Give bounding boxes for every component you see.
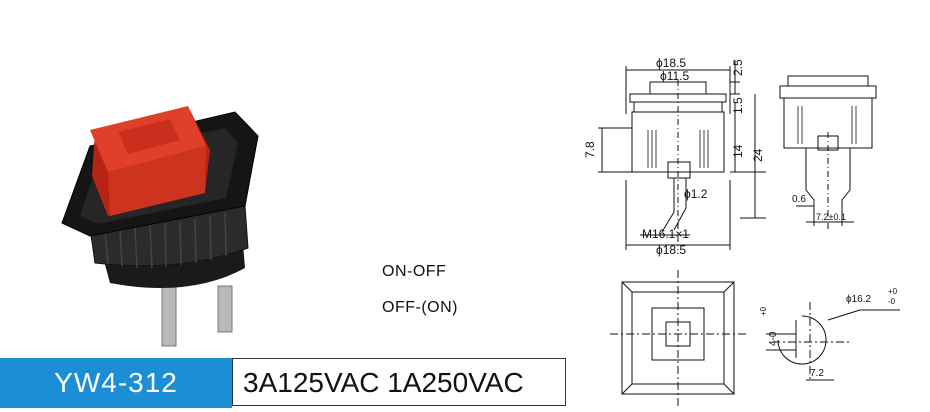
side-view xyxy=(779,75,877,230)
dim-outer-top: ϕ18.5 xyxy=(656,56,686,70)
dim-cap-height: 2.5 xyxy=(731,59,745,76)
dim-terminal-thickness: 0.6 xyxy=(792,194,806,205)
panel-cutout-view xyxy=(766,302,900,381)
terminal-right xyxy=(217,285,233,333)
dim-terminal-pitch: 7.2±0.1 xyxy=(816,212,846,222)
dim-flat-tolerance: +0 xyxy=(759,306,768,316)
dim-thread: M16.1×1 xyxy=(642,227,689,241)
dim-flange-height: 1.5 xyxy=(731,97,745,114)
dim-panel-tolerance-lower: -0 xyxy=(888,297,896,306)
dim-body-height: 14 xyxy=(731,144,745,158)
model-number: YW4-312 xyxy=(0,358,232,408)
dim-panel-hole: ϕ16.2 xyxy=(846,294,872,305)
top-view xyxy=(610,270,746,406)
dim-outer-bottom: ϕ18.5 xyxy=(656,243,686,257)
mode-on-off: ON-OFF xyxy=(382,263,447,280)
dim-total-height: 24 xyxy=(751,148,765,162)
dim-flat-width: 4-0 xyxy=(768,331,779,346)
dim-side-height: 7.8 xyxy=(583,141,597,158)
mode-off-on: OFF-(ON) xyxy=(382,299,458,316)
dim-terminal-hole: ϕ1.2 xyxy=(684,187,708,201)
switch-modes: ON-OFF OFF-(ON) xyxy=(382,262,502,334)
dim-flat-pitch: 7.2 xyxy=(810,368,824,379)
switch-photo xyxy=(61,106,259,347)
front-view xyxy=(598,60,766,250)
dim-panel-tolerance-upper: +0 xyxy=(888,287,898,296)
dim-cap: ϕ11.5 xyxy=(660,69,690,83)
electrical-rating: 3A125VAC 1A250VAC xyxy=(232,358,566,406)
technical-drawings: ϕ18.5 ϕ11.5 2.5 1.5 14 24 7.8 ϕ1.2 M16.1… xyxy=(583,56,900,406)
